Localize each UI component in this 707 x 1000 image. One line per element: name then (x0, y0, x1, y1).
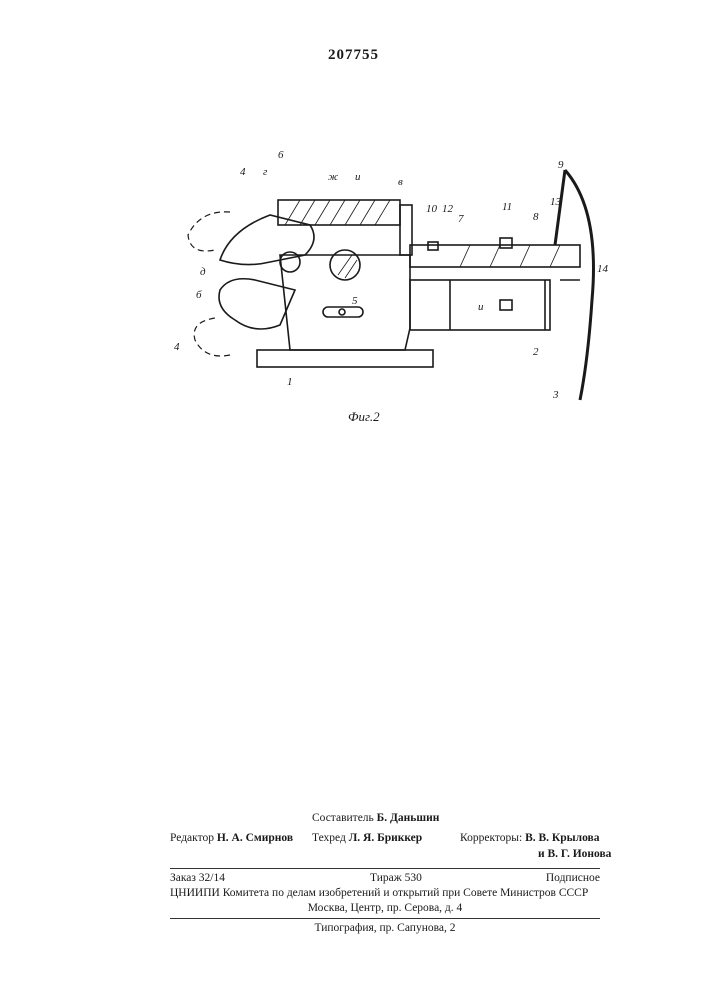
label-7: 7 (458, 213, 464, 225)
label-12: 12 (442, 203, 454, 215)
upper-jaw (220, 215, 314, 265)
label-9: 9 (558, 159, 564, 171)
label-g: г (263, 166, 268, 178)
phantom-lower-jaw (194, 318, 230, 356)
label-2: 2 (533, 346, 539, 358)
institute-line: ЦНИИПИ Комитета по делам изобретений и о… (170, 887, 600, 899)
top-rule (170, 868, 600, 869)
compiler-label: Составитель (312, 812, 374, 824)
corrector-2: и В. Г. Ионова (538, 848, 611, 860)
corrector-1: В. В. Крылова (525, 832, 599, 844)
subscription: Подписное (546, 872, 600, 884)
label-b: б (196, 289, 202, 301)
patent-number: 207755 (0, 47, 707, 64)
label-i-top: и (355, 171, 361, 183)
address-line: Москва, Центр, пр. Серова, д. 4 (170, 902, 600, 914)
bottom-rule (170, 918, 600, 919)
label-1: 1 (287, 376, 293, 388)
label-5: 5 (352, 295, 358, 307)
order-number: Заказ 32/14 (170, 872, 225, 884)
label-v: в (398, 176, 403, 188)
correctors-label: Корректоры: (460, 832, 522, 844)
label-13: 13 (550, 196, 562, 208)
phantom-upper-jaw (188, 212, 230, 251)
corrector-2-line: и В. Г. Ионова (538, 848, 611, 860)
compiler-line: Составитель Б. Даньшин (312, 812, 439, 824)
drawing-labels: 6 ж и в 4 г 10 12 7 11 8 13 9 д б 5 и 14… (174, 150, 609, 401)
printing-line: Типография, пр. Сапунова, 2 (170, 922, 600, 934)
circulation: Тираж 530 (370, 872, 422, 884)
label-4-top: 4 (240, 166, 246, 178)
techred-label: Техред (312, 832, 346, 844)
correctors-line: Корректоры: В. В. Крылова (460, 832, 600, 844)
base-plate (257, 350, 433, 367)
editor-line: Редактор Н. А. Смирнов (170, 832, 293, 844)
techred-line: Техред Л. Я. Бриккер (312, 832, 422, 844)
label-8: 8 (533, 211, 539, 223)
editor-label: Редактор (170, 832, 214, 844)
techred-name: Л. Я. Бриккер (349, 832, 422, 844)
mechanism-drawing-svg: 6 ж и в 4 г 10 12 7 11 8 13 9 д б 5 и 14… (160, 150, 620, 430)
compiler-name: Б. Даньшин (377, 812, 440, 824)
editor-name: Н. А. Смирнов (217, 832, 293, 844)
body-block (280, 255, 410, 350)
label-d: д (200, 266, 206, 278)
label-zh: ж (328, 171, 339, 183)
label-i-bottom: и (478, 301, 484, 313)
technical-drawing: 6 ж и в 4 г 10 12 7 11 8 13 9 д б 5 и 14… (160, 150, 620, 430)
label-11: 11 (502, 201, 512, 213)
handwheel-rim (565, 170, 593, 400)
label-10: 10 (426, 203, 438, 215)
label-14: 14 (597, 263, 609, 275)
label-3: 3 (552, 389, 559, 401)
label-4-bottom: 4 (174, 341, 180, 353)
label-6-top: 6 (278, 150, 284, 161)
figure-caption: Фиг.2 (348, 409, 380, 425)
